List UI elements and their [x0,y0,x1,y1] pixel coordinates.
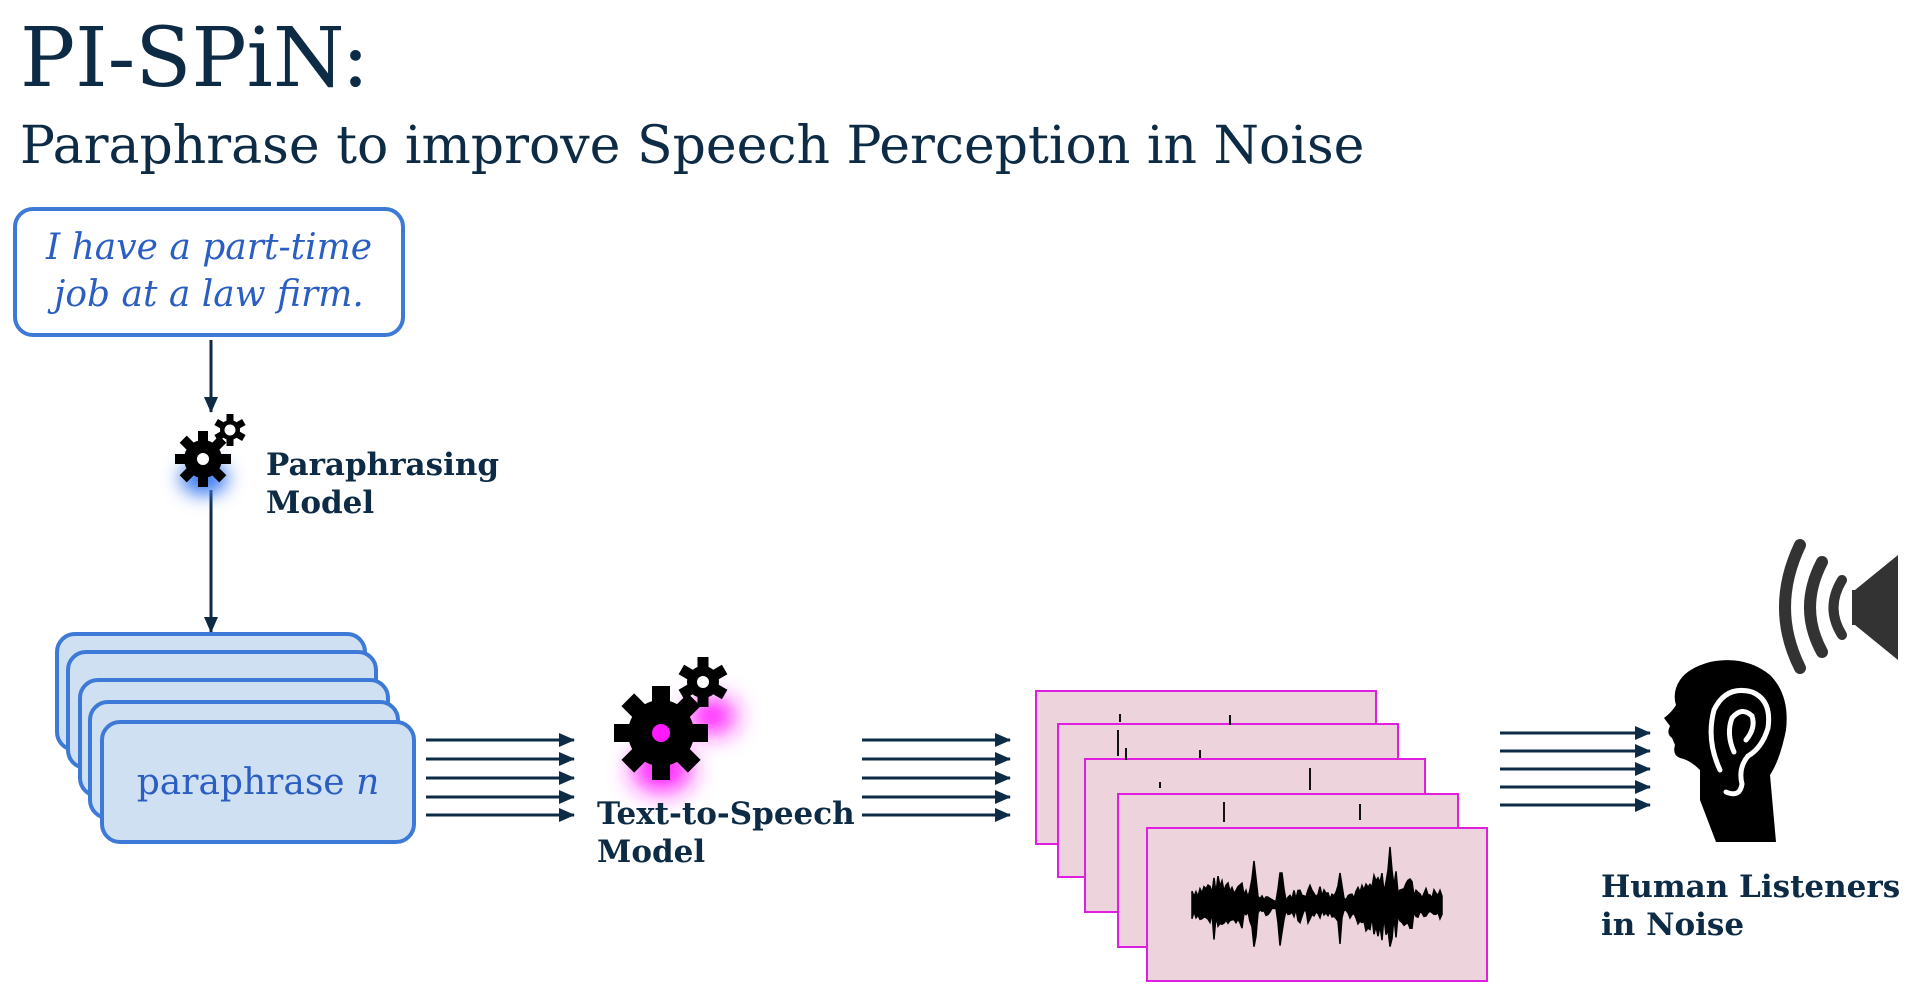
tts-model-line-2: Model [597,833,706,870]
listeners-line-1: Human Listeners [1601,869,1901,905]
paraphrasing-model-line-1: Paraphrasing [266,447,500,483]
paraphrasing-model-line-2: Model [266,484,375,521]
waveform-icon [1191,846,1443,947]
input-sentence-box: I have a part-time job at a law firm. [13,207,405,337]
input-sentence-line-1: I have a part-time [45,227,373,269]
input-sentence-line-2: job at a law firm. [54,274,364,315]
page-title: PI-SPiN: [20,11,370,106]
listeners-line-2: in Noise [1601,906,1745,943]
paraphrase-label: paraphrase [136,761,345,803]
paraphrase-variable: n [356,761,380,803]
paraphrase-card-front: paraphrase n [100,720,416,844]
tts-model-line-1: Text-to-Speech [597,796,855,832]
paraphrasing-model-label: Paraphrasing Model [266,447,499,523]
waveform-icon [1117,714,1361,822]
listeners-label: Human Listeners in Noise [1601,869,1900,945]
tts-model-label: Text-to-Speech Model [597,796,855,872]
page-subtitle: Paraphrase to improve Speech Perception … [20,116,1365,176]
